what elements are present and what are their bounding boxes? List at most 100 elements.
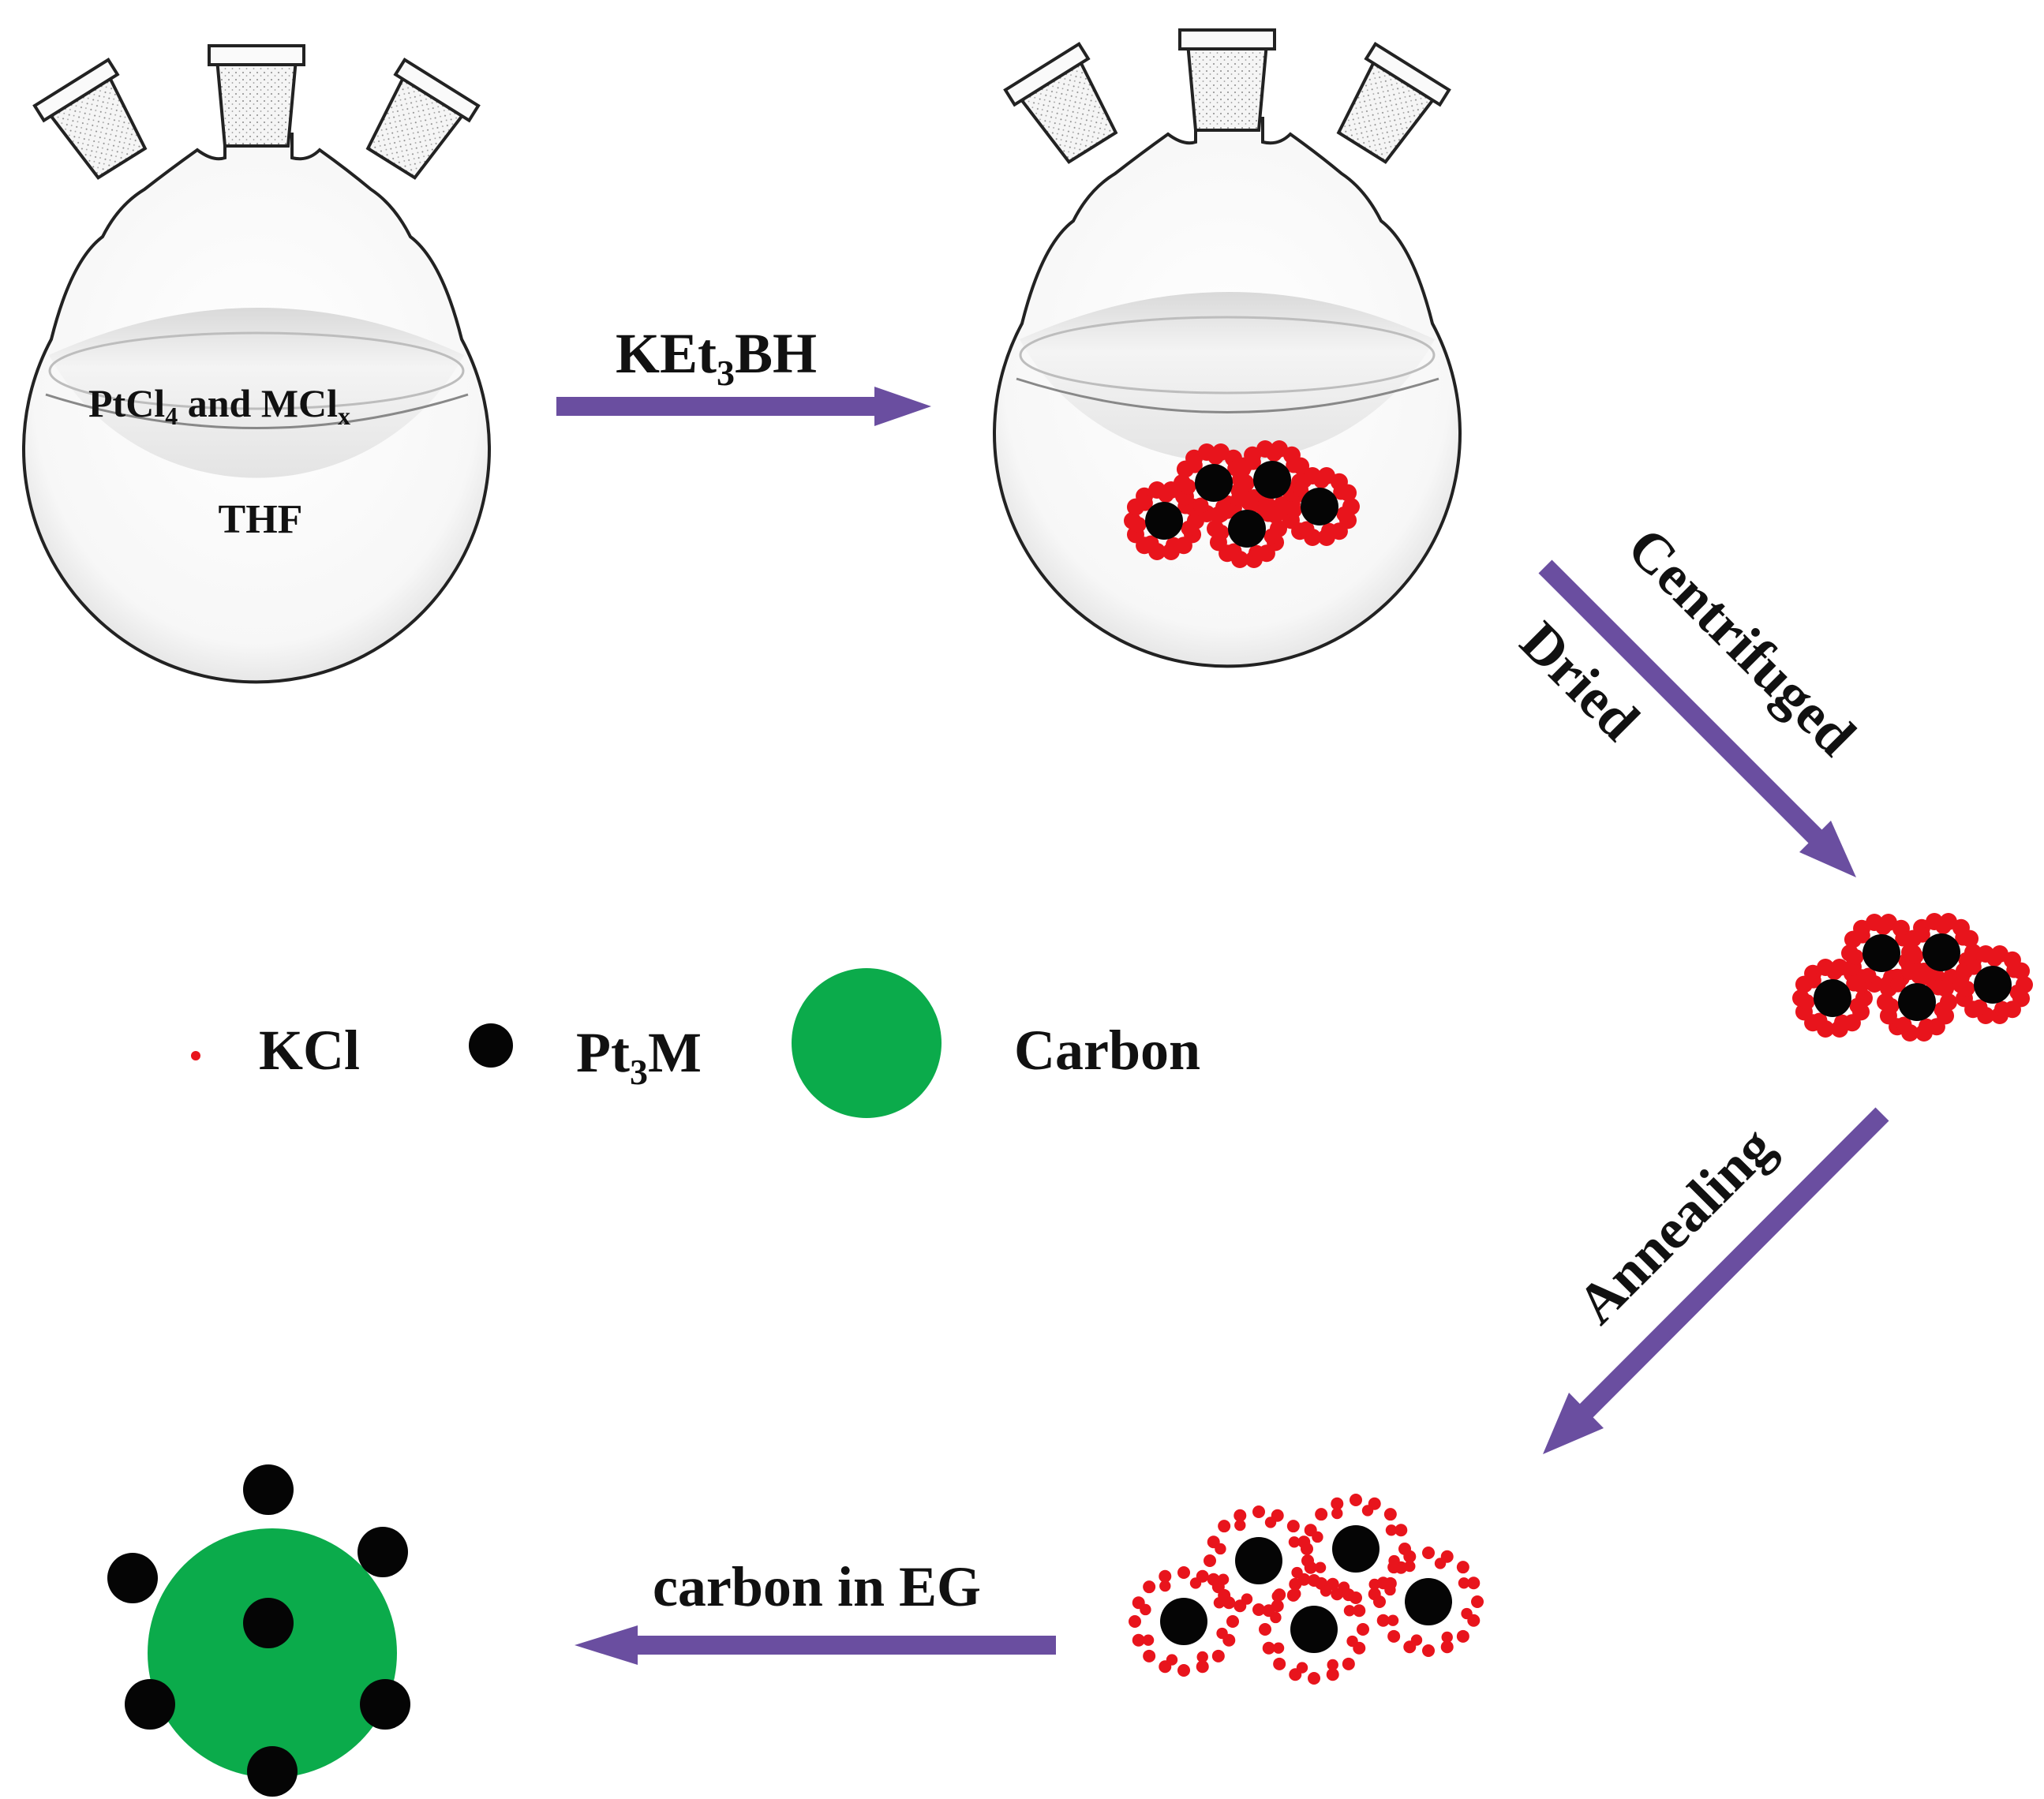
flask-precursor: PtCl4 and MClx THF xyxy=(22,44,492,684)
kcl-particle xyxy=(1241,495,1257,511)
kcl-particle xyxy=(1158,487,1174,503)
kcl-particle xyxy=(1313,473,1330,489)
kcl-particle xyxy=(1166,537,1181,553)
kcl-particle xyxy=(1422,1644,1435,1657)
kcl-particle xyxy=(1248,544,1264,561)
kcl-particle xyxy=(2009,984,2026,1000)
kcl-particle xyxy=(1215,1543,1226,1555)
kcl-particle xyxy=(1204,1554,1216,1567)
kcl-particle xyxy=(1875,919,1892,936)
arrow-step2-head xyxy=(1799,821,1856,877)
pt3m-particle xyxy=(1290,1606,1338,1653)
dried-particle-cluster xyxy=(1792,913,2033,1042)
kcl-particle xyxy=(1361,1505,1374,1517)
kcl-particle xyxy=(1855,927,1870,944)
pt3m-on-carbon xyxy=(107,1553,158,1603)
kcl-particle xyxy=(1272,1642,1285,1654)
legend-carbon-swatch xyxy=(792,968,942,1118)
kcl-particle xyxy=(1387,1629,1401,1643)
kcl-particle xyxy=(1177,1664,1190,1677)
kcl-particle xyxy=(1971,999,1988,1015)
kcl-particle xyxy=(1327,1659,1338,1671)
kcl-particle xyxy=(1143,1649,1156,1662)
kcl-particle xyxy=(1314,1562,1327,1573)
kcl-particle xyxy=(1383,1508,1397,1521)
kcl-particle xyxy=(1343,1605,1356,1617)
arrow-step3-head xyxy=(1543,1393,1604,1454)
kcl-particle xyxy=(1930,979,1947,996)
pt3m-particle xyxy=(1160,1598,1207,1645)
kcl-particle xyxy=(1218,1520,1231,1533)
kcl-particle xyxy=(1273,1657,1286,1670)
kcl-particle xyxy=(1226,1615,1239,1628)
kcl-particle xyxy=(1166,1654,1178,1666)
kcl-particle xyxy=(1911,968,1927,985)
kcl-particle xyxy=(1308,1574,1320,1587)
pt3m-particle xyxy=(1228,510,1266,548)
legend-kcl-label: KCl xyxy=(259,1019,360,1082)
kcl-particle xyxy=(2006,962,2023,978)
kcl-particle xyxy=(1357,1623,1369,1636)
kcl-particle xyxy=(1461,1607,1473,1620)
kcl-particle xyxy=(1132,1633,1145,1647)
step4-carbon-label: carbon in EG xyxy=(653,1555,981,1618)
arrow-step2-shaft xyxy=(1538,559,1829,850)
kcl-particle xyxy=(1238,475,1255,492)
kcl-particle xyxy=(1211,1649,1225,1662)
kcl-particle xyxy=(1387,1561,1401,1574)
final-catalyst xyxy=(107,1464,410,1797)
kcl-particle xyxy=(1384,1584,1396,1596)
kcl-particle xyxy=(1273,1588,1286,1602)
pt3m-particle xyxy=(1898,983,1936,1021)
kcl-particle xyxy=(1331,1497,1344,1510)
kcl-particle xyxy=(1935,918,1952,935)
step1-reagent-label: KEt3BH xyxy=(616,322,817,393)
kcl-particle xyxy=(1140,1603,1151,1616)
kcl-particle xyxy=(1385,1524,1398,1536)
kcl-particle xyxy=(1181,520,1197,537)
kcl-particle xyxy=(1264,1517,1277,1528)
kcl-particle xyxy=(1220,503,1236,519)
kcl-particle xyxy=(1263,528,1280,544)
kcl-particle xyxy=(1834,1014,1850,1030)
kcl-particle xyxy=(1187,457,1203,473)
kcl-particle xyxy=(1883,997,1900,1014)
kcl-particle xyxy=(1308,1672,1320,1685)
kcl-particle xyxy=(1422,1547,1435,1559)
kcl-particle xyxy=(1286,457,1302,473)
arrow-step4 xyxy=(575,1625,1056,1665)
kcl-particle xyxy=(1336,506,1353,522)
kcl-particle xyxy=(1387,1614,1399,1626)
kcl-particle xyxy=(1376,1614,1390,1627)
flask-reduced xyxy=(993,28,1462,668)
legend-carbon-label: Carbon xyxy=(1014,1019,1200,1082)
kcl-particle xyxy=(1373,1595,1386,1608)
kcl-particle xyxy=(1192,497,1209,514)
kcl-particle xyxy=(1216,1627,1228,1640)
arrow-step1-head xyxy=(874,387,931,426)
kcl-particle xyxy=(1860,967,1877,984)
kcl-particle xyxy=(1301,1543,1313,1555)
kcl-particle xyxy=(1296,1662,1308,1674)
kcl-particle xyxy=(1304,1561,1317,1574)
legend-pt3m-swatch xyxy=(469,1023,513,1068)
kcl-particle xyxy=(1394,1524,1408,1537)
kcl-particle xyxy=(1907,948,1924,964)
carbon-support xyxy=(148,1528,397,1778)
kcl-particle xyxy=(1890,976,1906,993)
kcl-particle xyxy=(1331,1507,1343,1520)
kcl-particle xyxy=(1458,1577,1470,1589)
pt3m-on-carbon xyxy=(125,1679,175,1730)
step2-dried-label: Dried xyxy=(1508,610,1651,753)
annealed-particle-cluster xyxy=(1129,1494,1484,1685)
kcl-particle xyxy=(1799,993,1815,1010)
kcl-particle xyxy=(1994,1000,2010,1017)
kcl-particle xyxy=(1467,1576,1481,1590)
kcl-particle xyxy=(1919,1018,1934,1034)
kcl-particle xyxy=(1234,1509,1247,1522)
pt3m-particle xyxy=(1814,979,1851,1017)
kcl-particle xyxy=(1143,535,1159,552)
kcl-particle xyxy=(1180,478,1196,495)
arrow-step1 xyxy=(556,387,931,426)
pt3m-on-carbon xyxy=(247,1746,298,1797)
